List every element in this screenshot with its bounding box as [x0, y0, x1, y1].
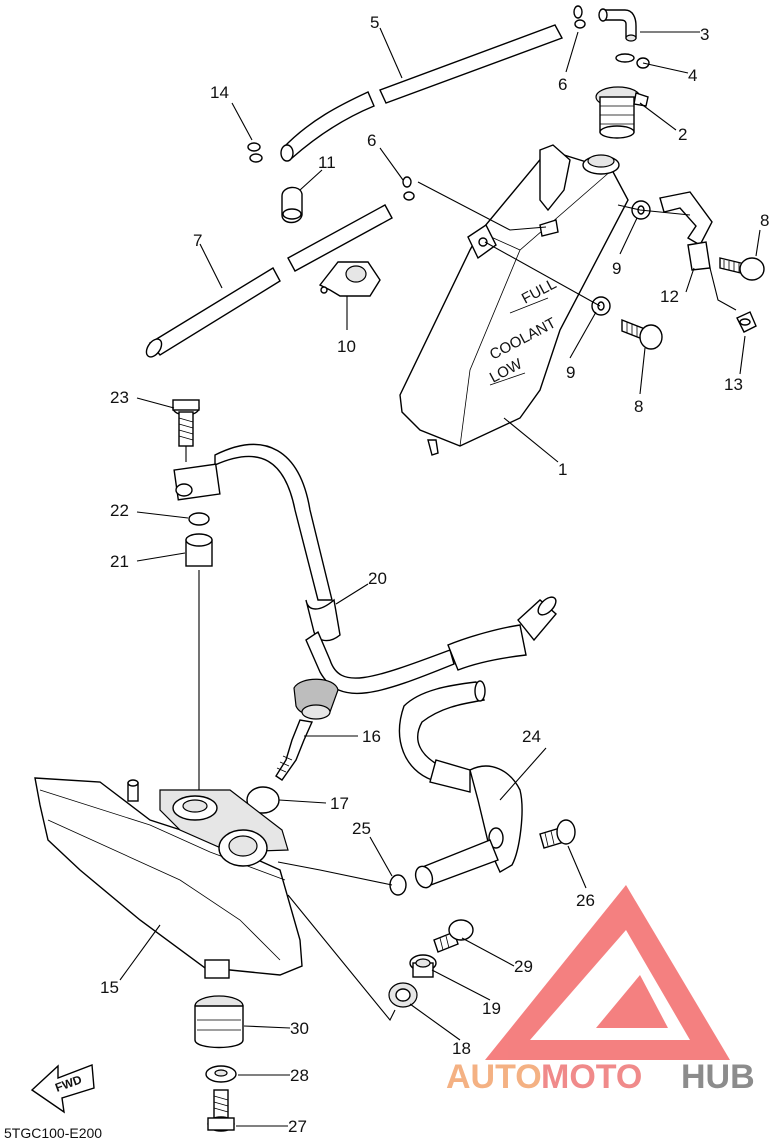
part-label-30: 30	[290, 1019, 309, 1038]
watermark-auto: AUTO	[446, 1058, 542, 1096]
part-label-4: 4	[688, 66, 697, 85]
part-label-22: 22	[110, 501, 129, 520]
part-label-24: 24	[522, 727, 541, 746]
bracket-12	[659, 191, 713, 271]
clamp-6-mid	[402, 176, 415, 201]
o-ring-22	[188, 512, 210, 526]
part-label-10: 10	[337, 337, 356, 356]
bolt-23	[172, 399, 200, 447]
collar-21	[185, 533, 213, 567]
part-label-8-lower: 8	[634, 397, 643, 416]
grommet-18	[388, 982, 418, 1008]
fwd-arrow-icon	[30, 1064, 95, 1114]
part-label-15: 15	[100, 978, 119, 997]
part-label-21: 21	[110, 552, 129, 571]
watermark-moto: MOTO	[541, 1058, 642, 1096]
part-label-29: 29	[514, 957, 533, 976]
clamp-14	[247, 142, 263, 163]
part-label-6-mid: 6	[367, 131, 376, 150]
hose-20	[173, 443, 557, 694]
part-label-19: 19	[482, 999, 501, 1018]
bolt-29	[433, 919, 474, 953]
leader-lines	[119, 27, 761, 1127]
bolt-26	[539, 819, 576, 849]
part-label-12: 12	[660, 287, 679, 306]
part-label-9-upper: 9	[612, 259, 621, 278]
bolt-8-lower	[621, 318, 663, 350]
part-label-7: 7	[193, 231, 202, 250]
clip-4	[615, 53, 650, 69]
part-label-9-lower: 9	[566, 363, 575, 382]
watermark-hub: HUB	[681, 1058, 755, 1096]
part-label-16: 16	[362, 727, 381, 746]
part-label-13: 13	[724, 375, 743, 394]
cap-2	[595, 86, 649, 139]
coolant-reservoir-1	[399, 144, 629, 456]
o-ring-25	[389, 874, 407, 896]
watermark-text: AUTO MOTO HUB	[446, 1058, 755, 1096]
part-label-27: 27	[288, 1117, 307, 1136]
part-label-2: 2	[678, 125, 687, 144]
part-label-18: 18	[452, 1039, 471, 1058]
oil-tank-15	[34, 777, 303, 979]
part-label-17: 17	[330, 794, 349, 813]
part-label-28: 28	[290, 1066, 309, 1085]
part-label-1: 1	[558, 460, 567, 479]
bolt-27	[207, 1089, 235, 1132]
hose-5	[280, 24, 563, 162]
part-label-26: 26	[576, 891, 595, 910]
part-label-6-top: 6	[558, 75, 567, 94]
part-label-20: 20	[368, 569, 387, 588]
washer-28	[205, 1065, 237, 1083]
hose-24	[398, 680, 523, 889]
dipstick-cap-16	[275, 678, 339, 781]
clamp-10	[318, 261, 381, 297]
bolt-8-upper	[719, 257, 765, 281]
part-label-23: 23	[110, 388, 129, 407]
grommet-30	[194, 995, 244, 1049]
clip-13	[736, 311, 757, 333]
hose-7	[145, 204, 393, 358]
drawing-code: 5TGC100-E200	[4, 1125, 102, 1141]
part-label-5: 5	[370, 13, 379, 32]
clamp-11	[281, 186, 303, 224]
collar-19	[409, 954, 437, 978]
part-labels: 5 3 4 6 2 14 6 11 7 8 9 12 10 9 13 8 1 2…	[100, 13, 769, 1136]
part-label-14: 14	[210, 83, 229, 102]
watermark-logo-icon	[485, 885, 730, 1060]
elbow-fitting-3	[598, 8, 637, 42]
part-label-11: 11	[318, 153, 336, 172]
part-label-25: 25	[352, 819, 371, 838]
clamp-6-top	[573, 5, 586, 29]
part-label-8-upper: 8	[760, 211, 769, 230]
part-label-3: 3	[700, 25, 709, 44]
washer-9-lower	[591, 296, 611, 316]
